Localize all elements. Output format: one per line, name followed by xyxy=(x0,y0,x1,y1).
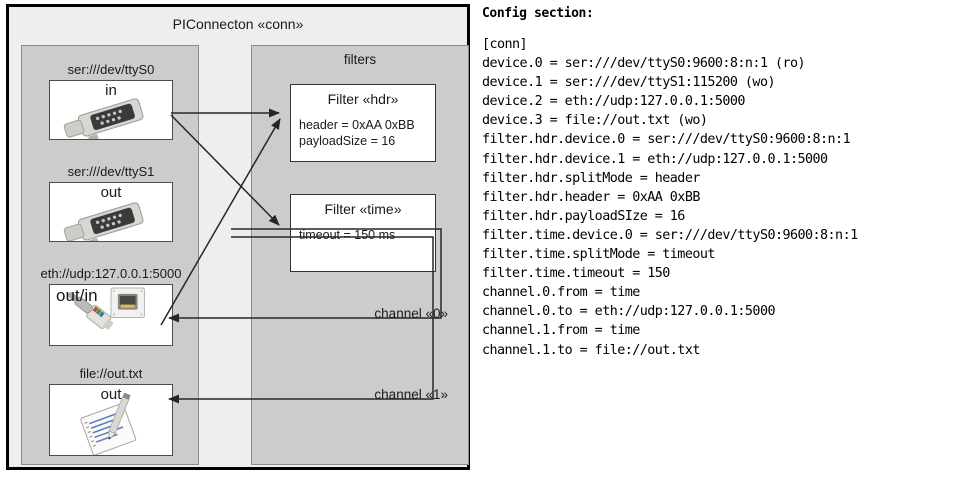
device-cell-eth[interactable]: eth://udp:127.0.0.1:5000 out/in xyxy=(22,266,200,346)
filters-panel: filters Filter «hdr» header = 0xAA 0xBB … xyxy=(251,45,469,465)
filter-hdr-box[interactable]: Filter «hdr» header = 0xAA 0xBB payloadS… xyxy=(290,84,436,162)
connector-diagram: PIConnecton «conn» ser:///dev/ttyS0 in xyxy=(6,4,470,470)
device-box-eth[interactable]: out/in xyxy=(49,284,173,346)
devices-panel: ser:///dev/ttyS0 in xyxy=(21,45,199,465)
filter-hdr-props: header = 0xAA 0xBB payloadSize = 16 xyxy=(299,117,435,149)
device-direction-eth: out/in xyxy=(56,286,98,305)
serial-port-icon xyxy=(63,202,144,241)
device-caption-ttys0: ser:///dev/ttyS0 xyxy=(67,62,155,77)
device-caption-eth: eth://udp:127.0.0.1:5000 xyxy=(40,266,182,281)
device-cell-file[interactable]: file://out.txt out xyxy=(22,366,200,456)
text-document-icon xyxy=(80,392,137,455)
ethernet-jack-icon xyxy=(67,287,145,330)
device-direction-file: out xyxy=(100,386,122,403)
channel-0-label: channel «0» xyxy=(374,306,448,321)
filter-time-props: timeout = 150 ms xyxy=(299,227,435,243)
device-box-file[interactable]: out xyxy=(49,384,173,456)
filter-hdr-title: Filter «hdr» xyxy=(327,91,399,107)
device-direction-ttys1: out xyxy=(100,184,122,201)
filter-hdr-prop-header: header = 0xAA 0xBB xyxy=(299,118,415,132)
diagram-title: PIConnecton «conn» xyxy=(172,16,304,32)
filter-time-title: Filter «time» xyxy=(324,201,402,217)
config-section-text: [conn] device.0 = ser:///dev/ttyS0:9600:… xyxy=(482,37,858,358)
serial-port-icon xyxy=(63,98,144,139)
filters-panel-title: filters xyxy=(343,52,377,67)
device-caption-ttys1: ser:///dev/ttyS1 xyxy=(67,164,155,179)
channel-1-label: channel «1» xyxy=(374,387,448,402)
filter-hdr-prop-payloadsize: payloadSize = 16 xyxy=(299,134,396,148)
device-cell-ttys1[interactable]: ser:///dev/ttyS1 out xyxy=(22,164,200,242)
filter-time-box[interactable]: Filter «time» timeout = 150 ms xyxy=(290,194,436,272)
filter-time-prop-timeout: timeout = 150 ms xyxy=(299,228,396,242)
device-cell-ttys0[interactable]: ser:///dev/ttyS0 in xyxy=(22,62,200,140)
device-caption-file: file://out.txt xyxy=(79,366,143,381)
device-box-ttys0[interactable]: in xyxy=(49,80,173,140)
config-section: Config section: [conn] device.0 = ser://… xyxy=(482,6,960,360)
device-direction-ttys0: in xyxy=(105,82,117,99)
device-box-ttys1[interactable]: out xyxy=(49,182,173,242)
config-section-heading: Config section: xyxy=(482,6,594,21)
